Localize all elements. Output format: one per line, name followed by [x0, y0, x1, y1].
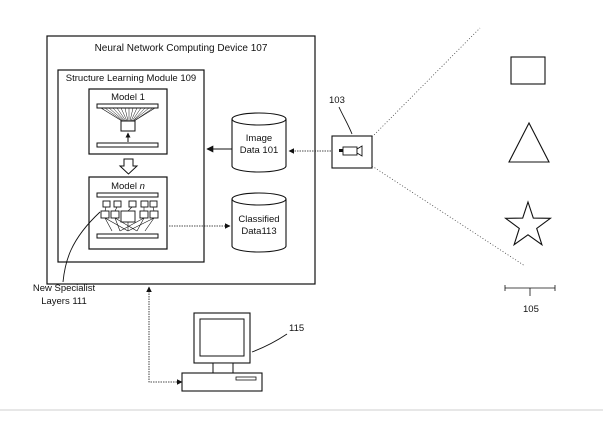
objects-bracket: [504, 285, 556, 296]
specialist-layers-line1: New Specialist: [33, 283, 96, 294]
computer-ref: 115: [289, 323, 304, 334]
classified-data-line2: Data113: [241, 226, 276, 237]
camera: 103: [329, 95, 373, 169]
field-of-view: [371, 27, 526, 267]
computer-icon: [181, 312, 263, 392]
classified-data-cylinder: Classified Data113: [231, 192, 287, 253]
triangle-object: [508, 121, 550, 163]
model-n: Model n: [88, 176, 168, 250]
objects-ref: 105: [523, 304, 539, 315]
star-object: [503, 200, 553, 247]
model-n-label: Model n: [111, 181, 145, 192]
objects-in-view: 105: [503, 56, 556, 315]
image-data-cylinder: Image Data 101: [231, 112, 287, 173]
transform-arrow-icon: [118, 158, 139, 175]
module-title: Structure Learning Module 109: [66, 73, 196, 84]
classified-data-line1: Classified: [238, 214, 279, 225]
image-data-line1: Image: [246, 133, 272, 144]
camera-icon: [339, 145, 363, 157]
device-title: Neural Network Computing Device 107: [95, 43, 268, 54]
specialist-layers-callout: New Specialist Layers 111: [33, 211, 101, 307]
square-object: [510, 56, 546, 85]
image-data-line2: Data 101: [240, 145, 279, 156]
computer: 115: [181, 312, 304, 392]
computer-device-link: [146, 286, 183, 385]
model-1-label: Model 1: [111, 92, 145, 103]
camera-ref: 103: [329, 95, 345, 106]
model-1: Model 1: [88, 88, 168, 155]
specialist-layers-line2: Layers 111: [41, 296, 87, 307]
